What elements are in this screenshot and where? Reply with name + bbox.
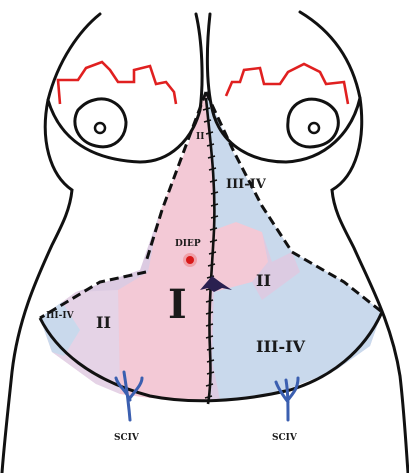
zone-label-left-ii: II: [96, 313, 111, 332]
zone-label-i: I: [168, 281, 187, 328]
zone-label-lower-right-iii-iv: III-IV: [256, 337, 306, 356]
vessel-labels: SCIV SCIV: [114, 433, 298, 443]
diep-perforator: [183, 253, 197, 267]
zone-label-right-ii: II: [256, 271, 271, 290]
zone-label-left-iii-iv: III-IV: [46, 311, 75, 321]
vessel-label-right-sciv: SCIV: [272, 433, 298, 443]
left-torso-contour: [2, 14, 100, 473]
left-red-outline: [58, 62, 176, 104]
left-nipple: [95, 123, 105, 133]
right-red-outline: [226, 64, 348, 104]
zone-label-upper-right-iii-iv: III-IV: [226, 177, 267, 192]
right-torso-contour: [300, 12, 408, 473]
right-nipple: [309, 123, 319, 133]
zone-label-top-ii: II: [196, 132, 204, 142]
vessel-label-left-sciv: SCIV: [114, 433, 140, 443]
left-breast-contour: [48, 14, 202, 162]
perforator-label-diep: DIEP: [175, 239, 201, 249]
